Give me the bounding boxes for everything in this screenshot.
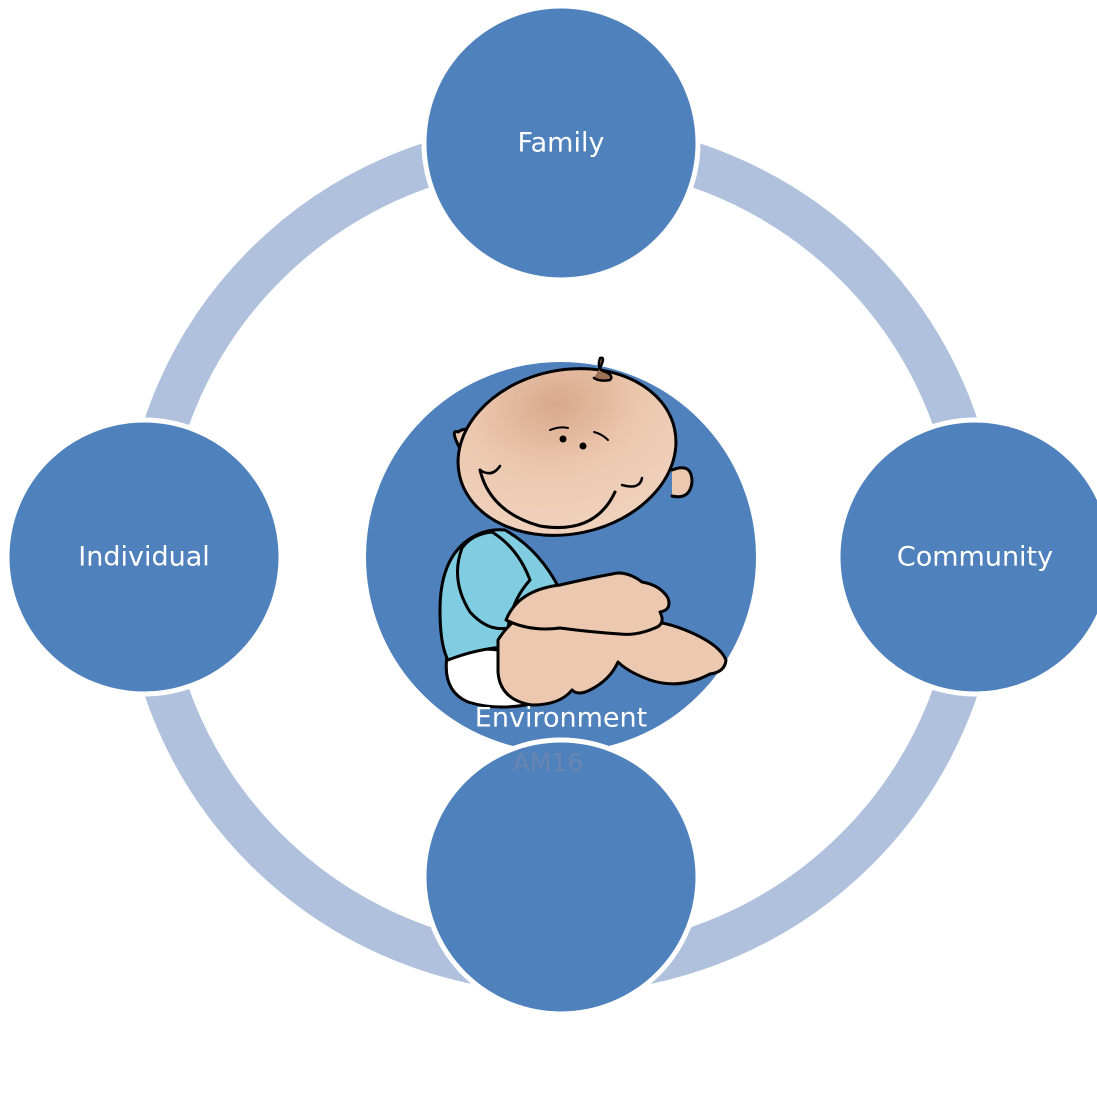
baby-cheek: [478, 464, 502, 475]
node-label-environment: Environment: [475, 703, 647, 734]
node-label-individual: Individual: [78, 542, 210, 573]
baby-cheek-right: [620, 476, 644, 488]
node-community: Community: [835, 417, 1097, 697]
watermark-text: AM16: [513, 748, 583, 777]
baby-illustration: [438, 356, 728, 709]
center-node: [362, 356, 760, 756]
baby-head: [456, 367, 678, 537]
baby-eye-left: [559, 435, 567, 443]
node-environment: Environment AM16: [421, 703, 701, 1017]
node-circle-environment: [421, 737, 701, 1017]
node-label-community: Community: [897, 542, 1053, 573]
baby-ear-right: [670, 466, 694, 499]
baby-eyebrow-right: [593, 431, 609, 441]
node-circle-family: [421, 3, 701, 283]
baby-eye-right: [579, 442, 587, 450]
node-family: Family: [421, 3, 701, 283]
node-circle-community: [835, 417, 1097, 697]
baby-hair: [592, 356, 613, 382]
baby-eyebrow: [549, 426, 569, 431]
baby-arm: [504, 571, 671, 636]
node-circle-individual: [4, 417, 284, 697]
node-individual: Individual: [4, 417, 284, 697]
baby-smile: [478, 468, 617, 530]
node-label-family: Family: [518, 128, 605, 159]
